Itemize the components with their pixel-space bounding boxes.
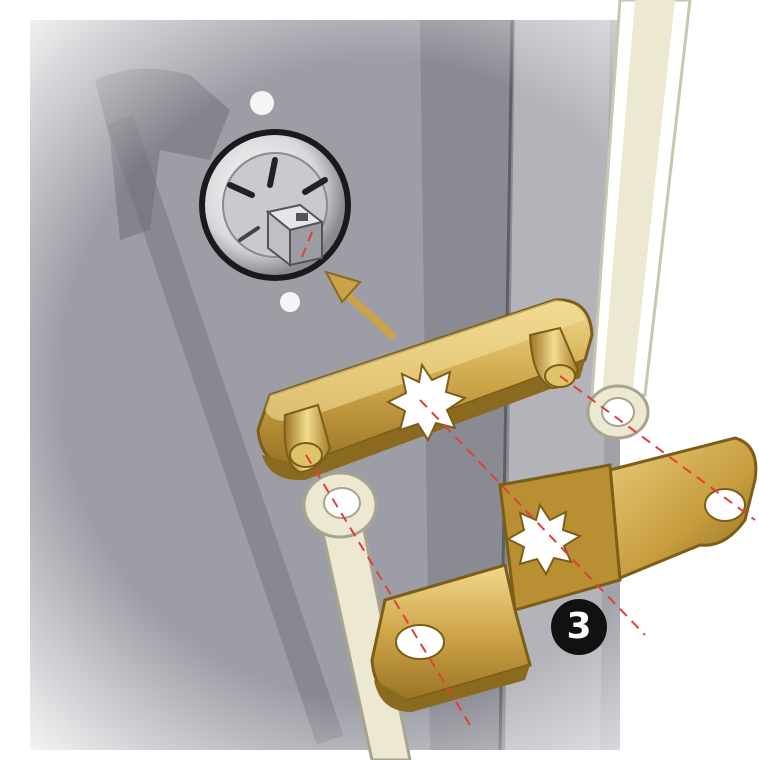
step-number: 3 — [556, 605, 602, 649]
